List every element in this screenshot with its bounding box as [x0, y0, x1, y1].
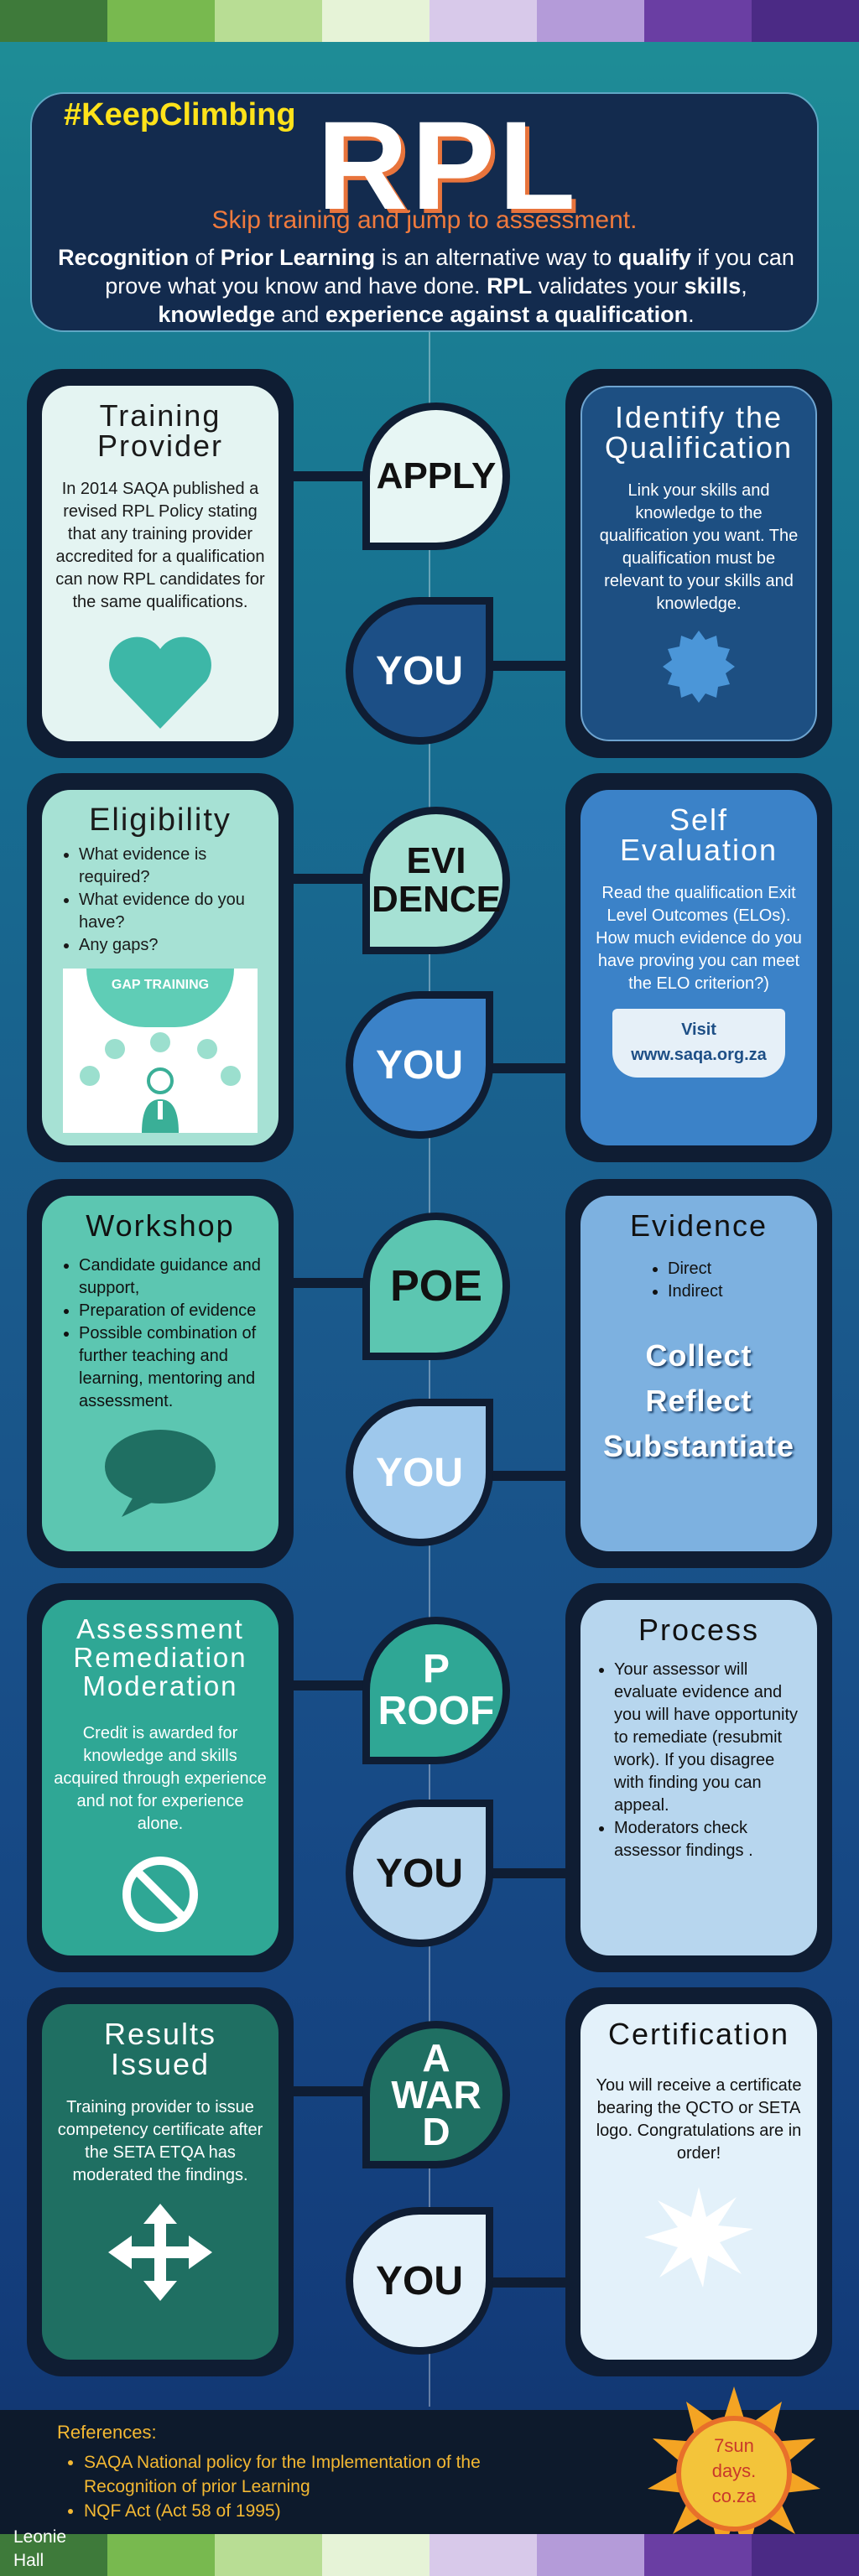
- card-title: Self Evaluation: [619, 802, 778, 867]
- proof-bubble: P ROOF: [362, 1617, 510, 1764]
- you-bubble-4: YOU: [346, 1800, 493, 1947]
- row-3-connector-top: [285, 1278, 377, 1288]
- card-title: Identify the Qualification: [604, 400, 794, 465]
- apply-bubble: APPLY: [362, 402, 510, 550]
- card-title: Evidence: [629, 1208, 768, 1243]
- author-name: Leonie Hall: [13, 2527, 67, 2570]
- top-color-strip: [0, 0, 859, 42]
- card-bullets: Candidate guidance and support, Preparat…: [54, 1254, 267, 1413]
- process-card: Process Your assessor will evaluate evid…: [580, 1600, 817, 1955]
- card-body: Read the qualification Exit Level Outcom…: [596, 884, 802, 993]
- page-title: RPL: [317, 95, 579, 236]
- row-3-connector-bottom: [487, 1471, 579, 1481]
- you-bubble-5: YOU: [346, 2207, 493, 2355]
- row-5-connector-bottom: [487, 2277, 579, 2288]
- results-issued-card: Results Issued Training provider to issu…: [42, 2004, 279, 2360]
- self-evaluation-card: Self Evaluation Read the qualification E…: [580, 790, 817, 1145]
- no-entry-icon: [120, 1854, 200, 1935]
- row-4-connector-bottom: [487, 1868, 579, 1878]
- you-bubble-1: YOU: [346, 597, 493, 745]
- certification-card: Certification You will receive a certifi…: [580, 2004, 817, 2360]
- header-panel: #KeepClimbing RPL Skip training and jump…: [30, 92, 819, 332]
- you-bubble-3: YOU: [346, 1399, 493, 1546]
- poe-bubble: POE: [362, 1213, 510, 1360]
- workshop-card: Workshop Candidate guidance and support,…: [42, 1196, 279, 1551]
- reference-item: SAQA National policy for the Implementat…: [84, 2450, 554, 2499]
- starburst-icon: [644, 2187, 753, 2288]
- logo-text: 7sun days. co.za: [711, 2435, 757, 2506]
- card-title: Results Issued: [103, 2017, 217, 2081]
- card-title: Workshop: [86, 1208, 235, 1243]
- heart-icon: [106, 632, 215, 733]
- evidence-bubble: EVI DENCE: [362, 807, 510, 954]
- center-line: [429, 327, 430, 2407]
- card-title: Assessment Remediation Moderation: [73, 1613, 247, 1701]
- speech-bubble-icon: [102, 1426, 219, 1519]
- award-bubble: A WAR D: [362, 2021, 510, 2168]
- references-list: SAQA National policy for the Implementat…: [84, 2450, 554, 2523]
- person-icon: [140, 1066, 180, 1133]
- row-2-connector-top: [285, 874, 377, 884]
- you-bubble-2: YOU: [346, 991, 493, 1139]
- gap-training-graphic: GAP TRAINING: [63, 969, 258, 1133]
- row-4-connector-top: [285, 1680, 377, 1690]
- row-1-connector-top: [285, 471, 377, 481]
- card-title: Training Provider: [96, 398, 224, 463]
- training-provider-card: Training Provider In 2014 SAQA published…: [42, 386, 279, 741]
- card-title: Process: [638, 1613, 760, 1647]
- card-bullets: What evidence is required? What evidence…: [54, 844, 267, 957]
- reference-item: NQF Act (Act 58 of 1995): [84, 2499, 554, 2523]
- card-title: Eligibility: [89, 802, 232, 838]
- evidence-card: Evidence Direct Indirect Collect Reflect…: [580, 1196, 817, 1551]
- row-2-connector-bottom: [487, 1063, 579, 1073]
- seal-icon: [661, 629, 737, 704]
- 7sundays-logo: 7sun days. co.za: [648, 2386, 820, 2559]
- card-body: Link your skills and knowledge to the qu…: [599, 481, 799, 613]
- tagline: Skip training and jump to assessment.: [211, 206, 638, 234]
- card-body: Credit is awarded for knowledge and skil…: [54, 1724, 267, 1833]
- saqa-link-banner[interactable]: Visit www.saqa.org.za: [612, 1009, 785, 1078]
- card-title: Certification: [607, 2017, 790, 2051]
- card-bullets: Your assessor will evaluate evidence and…: [592, 1659, 805, 1862]
- row-1-connector-bottom: [487, 661, 579, 671]
- card-body: You will receive a certificate bearing t…: [596, 2076, 802, 2163]
- card-body: Training provider to issue competency ce…: [57, 2098, 263, 2184]
- collect-reflect-substantiate: Collect Reflect Substantiate: [602, 1338, 795, 1463]
- identify-qualification-card: Identify the Qualification Link your ski…: [580, 386, 817, 741]
- intro-text: Recognition of Prior Learning is an alte…: [58, 245, 794, 327]
- card-body: In 2014 SAQA published a revised RPL Pol…: [55, 480, 265, 611]
- card-bullets: Direct Indirect: [592, 1258, 805, 1303]
- eligibility-card: Eligibility What evidence is required? W…: [42, 790, 279, 1145]
- move-arrows-icon: [106, 2202, 215, 2303]
- bottom-color-strip: [0, 2534, 859, 2576]
- references-title: References:: [57, 2422, 157, 2443]
- row-5-connector-top: [285, 2086, 377, 2096]
- hashtag: #KeepClimbing: [64, 97, 296, 132]
- assessment-card: Assessment Remediation Moderation Credit…: [42, 1600, 279, 1955]
- gap-training-label: GAP TRAINING: [86, 969, 234, 1027]
